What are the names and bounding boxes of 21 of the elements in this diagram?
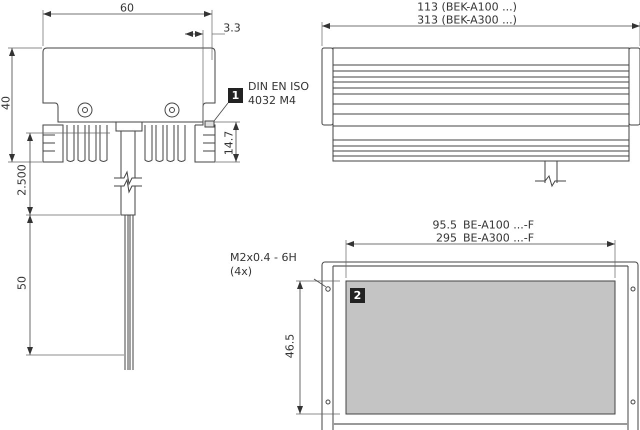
dimension-label: 46.5 [284, 334, 296, 358]
dimension-label: 2.500 [16, 164, 28, 196]
hex-nut [204, 120, 214, 128]
callout-number: 2 [350, 288, 365, 303]
callout-number: 1 [228, 88, 243, 103]
dimension-label: 113 (BEK-A100 ...) [417, 0, 517, 14]
dimension-label: 3.3 [223, 22, 241, 34]
threaded-hole [325, 286, 331, 292]
dimension-label: 313 (BEK-A300 ...) [417, 14, 517, 26]
leader-line [214, 102, 228, 122]
leader-line [314, 278, 326, 288]
model-label: BE-A300 ...-F [463, 232, 534, 244]
thread-note: M2x0.4 - 6H (4x) [230, 251, 298, 279]
model-label: BE-A100 ...-F [463, 218, 534, 232]
dimension-label: 50 [16, 276, 28, 290]
dimension-label: 14.7 [222, 130, 236, 156]
part-note: DIN EN ISO 4032 M4 [248, 80, 310, 108]
dimension-label: 60 [120, 2, 134, 14]
dimension-label: 295 [436, 232, 457, 244]
dimension-label: 95.5 [432, 218, 457, 232]
dimension-label: 40 [0, 96, 12, 110]
